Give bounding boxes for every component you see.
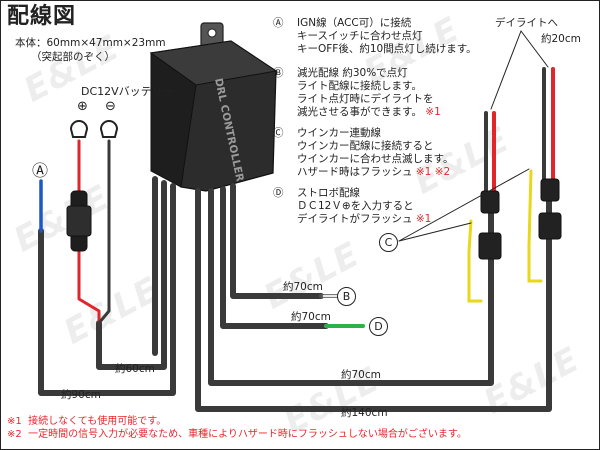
- length-20cm-label: 約20cm: [541, 33, 581, 45]
- footnotes: ※1 接続しなくても使用可能です。 ※2 一定時間の信号入力が必要なため、車種に…: [7, 415, 467, 441]
- page-title: 配線図: [7, 4, 77, 29]
- length-60cm-label: 約60cm: [115, 363, 155, 375]
- body-size-spec: 本体：60mm×47mm×23mm: [15, 37, 166, 49]
- daylight-connectors: [398, 30, 562, 303]
- body-size-note: （突起部のぞく）: [31, 51, 115, 63]
- length-70cm-b-label: 約70cm: [283, 281, 323, 293]
- length-70cm-d-label: 約70cm: [291, 311, 331, 323]
- footnote-1: ※1 接続しなくても使用可能です。: [7, 416, 167, 427]
- battery-terminals: [69, 120, 119, 138]
- battery-label: DC12Vバッテリー: [81, 85, 174, 98]
- length-90cm-label: 約90cm: [61, 389, 101, 401]
- battery-minus-label: ⊖: [105, 99, 116, 114]
- length-70cm-main-label: 約70cm: [341, 369, 381, 381]
- marker-c: C: [379, 233, 398, 252]
- marker-d: D: [369, 317, 388, 336]
- controller-unit: DRL CONTROLLER: [149, 22, 278, 192]
- daylight-label: デイライトへ: [495, 17, 558, 29]
- wire-harness: [38, 139, 552, 412]
- marker-b: B: [337, 287, 356, 306]
- length-140cm-label: 約140cm: [341, 407, 388, 419]
- battery-plus-label: ⊕: [77, 99, 88, 114]
- footnote-2: ※2 一定時間の信号入力が必要なため、車種によりハザード時にフラッシュしない場合…: [7, 429, 467, 440]
- marker-a: Ⓐ: [32, 161, 49, 180]
